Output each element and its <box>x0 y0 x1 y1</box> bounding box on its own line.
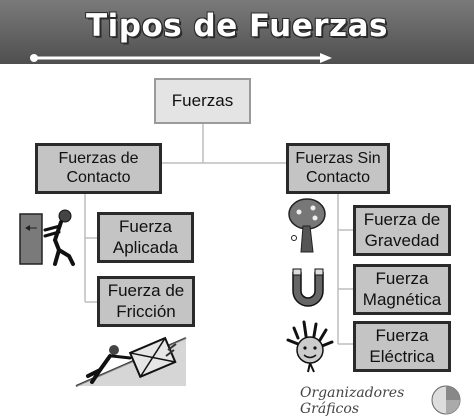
contact-forces-label: Fuerzas de Contacto <box>58 149 139 186</box>
non-contact-forces-label: Fuerzas Sin Contacto <box>295 149 381 186</box>
magnetic-force-label: Fuerza Magnética <box>362 269 442 309</box>
applied-force-node: Fuerza Aplicada <box>97 212 194 263</box>
horseshoe-magnet-icon <box>292 268 324 307</box>
title-banner <box>0 0 474 64</box>
title-underline-arrow <box>30 53 332 63</box>
friction-force-label: Fuerza de Fricción <box>107 281 185 321</box>
friction-force-node: Fuerza de Fricción <box>97 276 195 327</box>
static-hair-icon <box>286 320 334 373</box>
magnetic-force-node: Fuerza Magnética <box>353 264 451 315</box>
contact-forces-node: Fuerzas de Contacto <box>35 143 162 194</box>
page-title: Tipos de Fuerzas <box>86 8 388 44</box>
applied-force-label: Fuerza Aplicada <box>112 217 179 257</box>
pushing-box-icon <box>19 209 75 266</box>
pushing-crate-uphill-icon <box>75 336 187 387</box>
root-label: Fuerzas <box>171 90 234 110</box>
gravity-force-label: Fuerza de Gravedad <box>363 210 441 250</box>
non-contact-forces-node: Fuerzas Sin Contacto <box>286 143 390 194</box>
gravity-force-node: Fuerza de Gravedad <box>353 205 451 256</box>
root-node: Fuerzas <box>154 78 251 124</box>
brand-text: Organizadores Gráficos <box>300 385 405 417</box>
apple-tree-icon <box>288 198 326 253</box>
electric-force-node: Fuerza Eléctrica <box>353 321 451 372</box>
brand-logo-icon <box>431 385 461 415</box>
electric-force-label: Fuerza Eléctrica <box>369 326 435 366</box>
